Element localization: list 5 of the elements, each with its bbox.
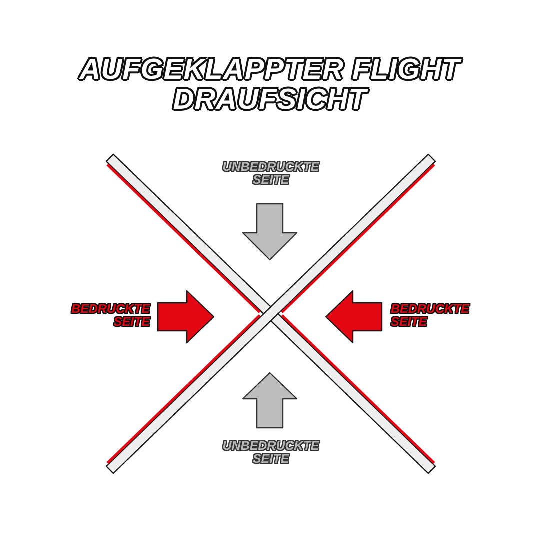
side-label: UNBEDRUCKTE SEITE (222, 161, 320, 186)
side-label: BEDRUCKTE SEITE (72, 303, 150, 328)
side-label: BEDRUCKTE SEITE (391, 303, 470, 328)
title: AUFGEKLAPPTER FLIGHT DRAUFSICHT (35, 55, 505, 115)
side-label: UNBEDRUCKTE SEITE (222, 440, 320, 465)
